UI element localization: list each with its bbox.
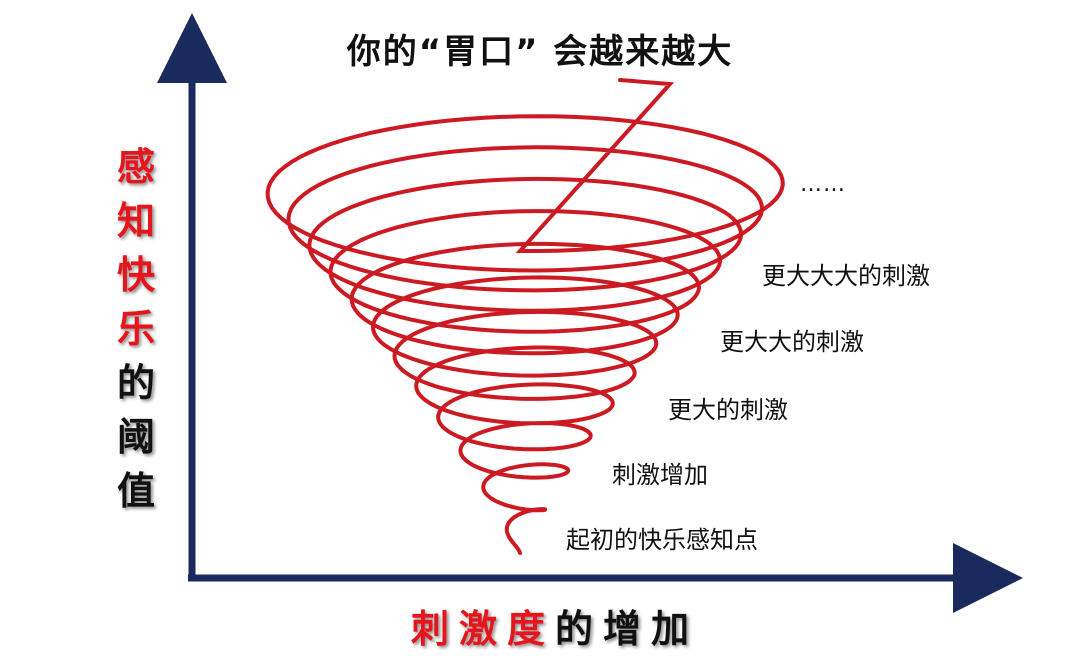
y-axis-label: 感 知 快 乐 的 阈 值	[108, 140, 164, 518]
diagram-title: 你的“胃口” 会越来越大	[346, 32, 734, 72]
stage-label-bigger2: 更大大的刺激	[720, 328, 864, 356]
x-axis-char: 度	[506, 607, 545, 651]
stage-label-initial: 起初的快乐感知点	[566, 526, 758, 554]
stage-label-bigger3: 更大大大的刺激	[762, 262, 930, 290]
y-axis-char: 的	[116, 361, 155, 405]
stage-label-increase: 刺激增加	[612, 461, 708, 489]
x-axis-char: 的	[555, 607, 594, 651]
x-axis-char: 刺	[410, 607, 449, 651]
y-axis-char: 知	[116, 199, 155, 243]
x-axis-char: 激	[458, 607, 497, 651]
y-axis-char: 阈	[116, 415, 155, 459]
x-axis-label: 刺 激 度 的 增 加	[380, 598, 720, 653]
spiral-funnel	[265, 78, 785, 555]
y-axis-char: 快	[116, 253, 155, 297]
y-axis-char: 乐	[116, 307, 155, 351]
y-axis-char: 值	[116, 469, 155, 513]
x-axis-char: 增	[603, 607, 642, 651]
x-axis-char: 加	[651, 607, 690, 651]
ellipsis-label: ……	[800, 172, 846, 197]
stage-label-bigger: 更大的刺激	[668, 396, 788, 424]
y-axis-char: 感	[116, 145, 155, 189]
